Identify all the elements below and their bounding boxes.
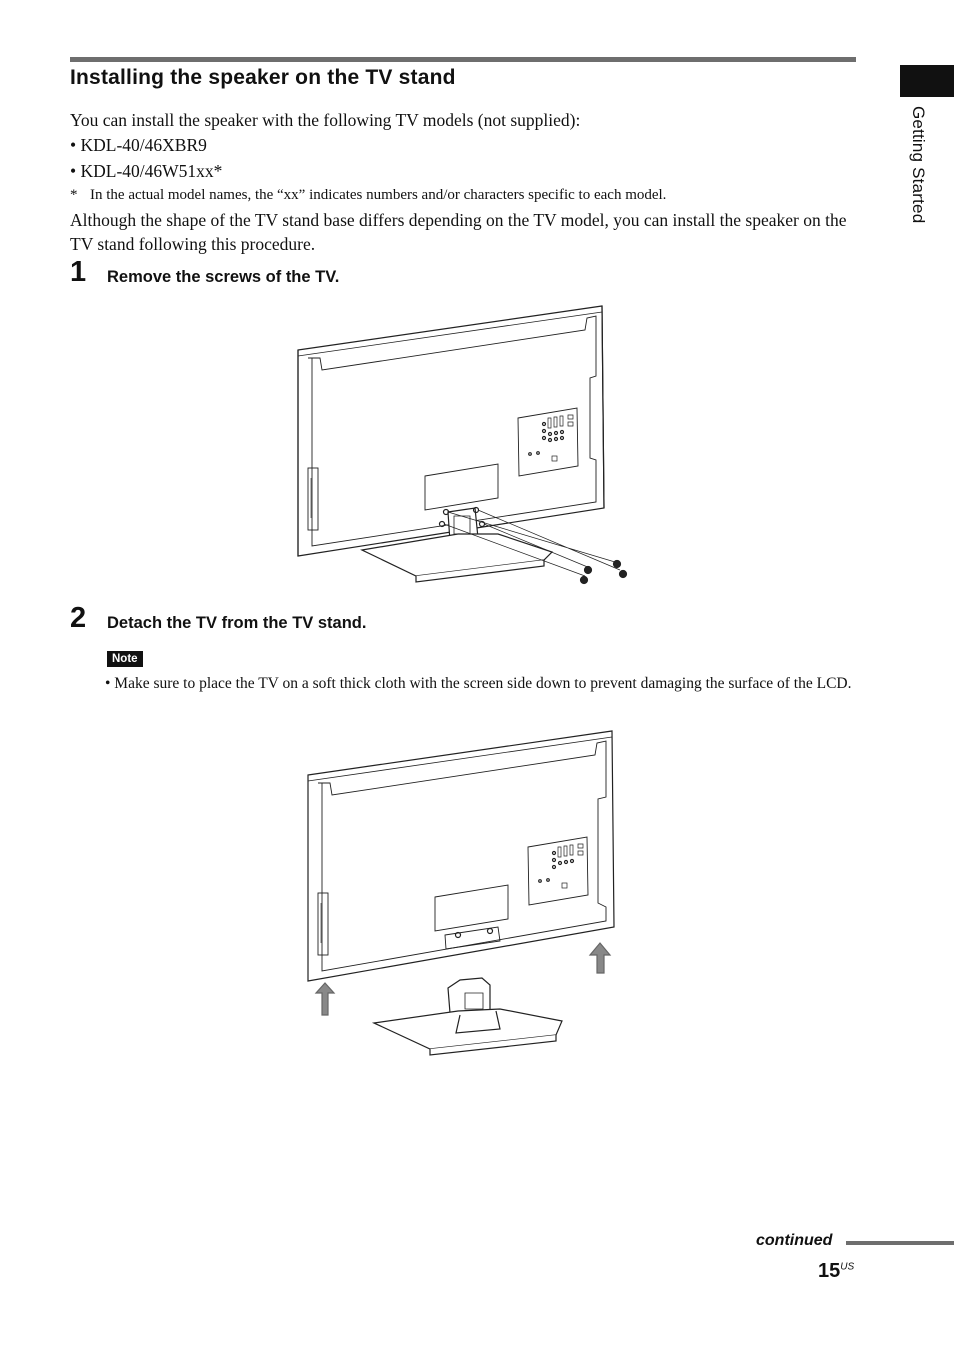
intro-text: You can install the speaker with the fol… <box>70 110 581 130</box>
footnote-marker: * <box>70 187 78 203</box>
step-1-number: 1 <box>70 256 87 288</box>
procedure-paragraph: Although the shape of the TV stand base … <box>70 210 847 254</box>
side-tab-label: Getting Started <box>909 106 928 224</box>
note-label: Note <box>107 651 143 667</box>
step-1-text: Remove the screws of the TV. <box>107 268 340 286</box>
top-rule <box>70 57 856 62</box>
detach-tv-illustration <box>307 730 615 1056</box>
step-2-text: Detach the TV from the TV stand. <box>107 614 367 632</box>
section-title: Installing the speaker on the TV stand <box>70 66 456 89</box>
note-text: • Make sure to place the TV on a soft th… <box>105 675 852 692</box>
step-2-number: 2 <box>70 602 87 634</box>
side-tab-marker <box>900 65 954 97</box>
footnote: * In the actual model names, the “xx” ind… <box>70 185 666 205</box>
page-number: 15US <box>818 1260 854 1283</box>
footnote-text: In the actual model names, the “xx” indi… <box>90 187 667 203</box>
continued-bar <box>846 1241 954 1245</box>
continued-label: continued <box>756 1232 833 1249</box>
model-item-2: • KDL-40/46W51xx* <box>70 161 223 181</box>
model-item-1: • KDL-40/46XBR9 <box>70 135 207 155</box>
remove-screws-illustration <box>297 305 628 585</box>
page-number-value: 15 <box>818 1260 841 1282</box>
page-number-suffix: US <box>840 1261 855 1273</box>
